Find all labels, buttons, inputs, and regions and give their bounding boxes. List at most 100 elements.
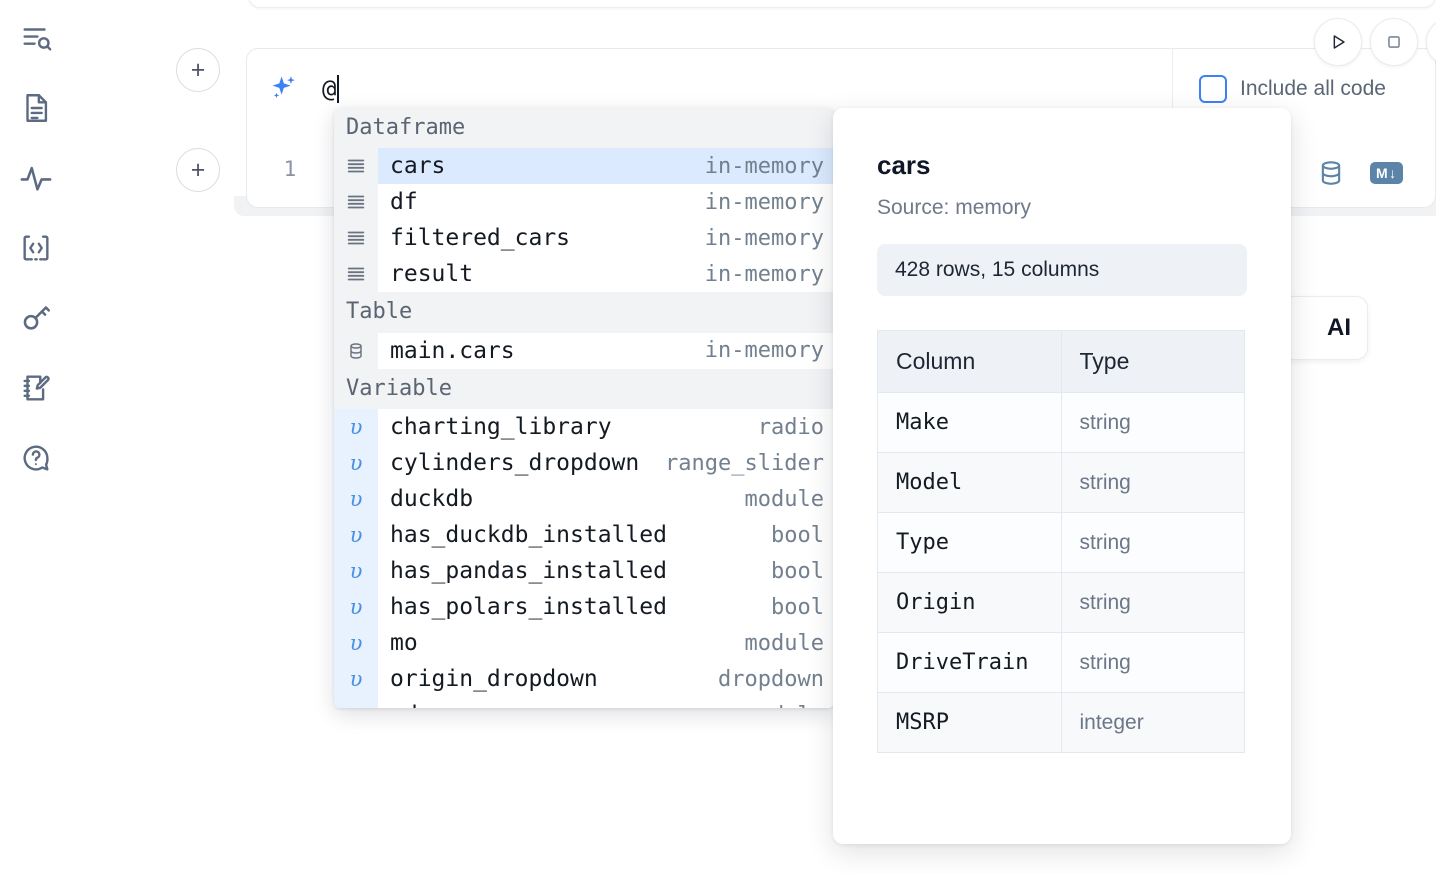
dataframe-icon — [334, 256, 378, 293]
autocomplete-item-body: duckdb module — [378, 481, 834, 517]
schema-column-type: string — [1060, 452, 1245, 513]
schema-column-name: MSRP — [877, 692, 1062, 753]
autocomplete-item-name: filtered_cars — [390, 225, 571, 252]
database-icon — [334, 332, 378, 369]
add-cell-below-button[interactable]: + — [176, 148, 220, 192]
activity-icon[interactable] — [14, 156, 58, 200]
markdown-badge-arrow: ↓ — [1389, 165, 1397, 181]
detail-source: Source: memory — [877, 196, 1032, 219]
autocomplete-item-name: charting_library — [390, 414, 612, 441]
autocomplete-item-type: bool — [771, 594, 824, 620]
schema-column-name: Make — [877, 392, 1062, 453]
variable-icon: υ — [334, 589, 378, 626]
autocomplete-item[interactable]: υ pd module — [334, 697, 834, 708]
schema-header-cell: Column — [877, 330, 1062, 393]
include-all-code-label: Include all code — [1240, 77, 1386, 100]
autocomplete-item-type: dropdown — [718, 666, 824, 692]
autocomplete-item-name: has_polars_installed — [390, 594, 667, 621]
variable-icon: υ — [334, 445, 378, 482]
autocomplete-item-name: pd — [390, 702, 418, 708]
ai-options-zone: Include all code — [1172, 48, 1436, 130]
variable-icon: υ — [334, 625, 378, 662]
autocomplete-item-name: mo — [390, 630, 418, 657]
autocomplete-item-type: bool — [771, 558, 824, 584]
variable-icon: υ — [334, 517, 378, 554]
checkbox-box-icon[interactable] — [1199, 75, 1227, 103]
autocomplete-section-header: Dataframe — [334, 108, 834, 149]
variable-icon: υ — [334, 697, 378, 708]
autocomplete-item-type: module — [744, 486, 824, 512]
schema-column-name: Type — [877, 512, 1062, 573]
autocomplete-item-type: in-memory — [704, 338, 824, 364]
autocomplete-item-type: module — [744, 630, 824, 656]
schema-column-type: string — [1060, 392, 1245, 453]
autocomplete-section-header: Table — [334, 292, 834, 333]
autocomplete-item-body: mo module — [378, 625, 834, 661]
autocomplete-item[interactable]: result in-memory — [334, 256, 834, 293]
autocomplete-item-type: module — [745, 703, 834, 708]
include-all-code-checkbox[interactable]: Include all code — [1199, 75, 1386, 103]
autocomplete-item-body: result in-memory — [378, 256, 834, 292]
dataframe-icon — [334, 184, 378, 221]
variable-icon: υ — [334, 661, 378, 698]
autocomplete-item-name: main.cars — [390, 337, 515, 364]
autocomplete-item[interactable]: υ has_polars_installed bool — [334, 589, 834, 626]
autocomplete-item[interactable]: υ origin_dropdown dropdown — [334, 661, 834, 698]
stop-button[interactable] — [1370, 18, 1418, 66]
variable-icon: υ — [334, 409, 378, 446]
database-icon[interactable] — [1316, 158, 1346, 188]
variable-icon: υ — [334, 553, 378, 590]
autocomplete-item-body: origin_dropdown dropdown — [378, 661, 834, 697]
autocomplete-item-name: result — [390, 261, 474, 288]
code-icon[interactable] — [14, 226, 58, 270]
cell-line-number: 1 — [283, 157, 297, 181]
dataframe-detail-panel: cars Source: memory 428 rows, 15 columns… — [833, 108, 1291, 844]
schema-column-type: integer — [1060, 692, 1245, 753]
key-icon[interactable] — [14, 296, 58, 340]
autocomplete-item-type: in-memory — [704, 261, 824, 287]
detail-stats: 428 rows, 15 columns — [877, 244, 1247, 296]
autocomplete-item-body: main.cars in-memory — [378, 333, 834, 369]
autocomplete-item-name: duckdb — [390, 486, 474, 513]
markdown-icon[interactable]: M↓ — [1370, 162, 1403, 184]
notebook-edit-icon[interactable] — [14, 366, 58, 410]
autocomplete-item-name: origin_dropdown — [390, 666, 598, 693]
ai-prompt-input-zone[interactable]: @ — [246, 48, 1171, 130]
explore-icon[interactable] — [14, 16, 58, 60]
dataframe-icon — [334, 220, 378, 257]
previous-cell-edge — [248, 0, 1436, 8]
add-cell-above-button[interactable]: + — [176, 48, 220, 92]
autocomplete-item-type: range_slider — [665, 450, 824, 476]
autocomplete-item[interactable]: main.cars in-memory — [334, 332, 834, 369]
autocomplete-item-type: bool — [771, 522, 824, 548]
autocomplete-item-name: has_duckdb_installed — [390, 522, 667, 549]
autocomplete-section-header: Variable — [334, 368, 834, 410]
run-button[interactable] — [1314, 18, 1362, 66]
document-icon[interactable] — [14, 86, 58, 130]
autocomplete-item-body: has_duckdb_installed bool — [378, 517, 834, 553]
autocomplete-item-body: has_polars_installed bool — [378, 589, 834, 625]
help-icon[interactable] — [14, 436, 58, 480]
autocomplete-item-type: in-memory — [704, 189, 824, 215]
autocomplete-item[interactable]: υ has_duckdb_installed bool — [334, 517, 834, 554]
schema-column-type: string — [1060, 572, 1245, 633]
text-caret — [337, 75, 340, 103]
